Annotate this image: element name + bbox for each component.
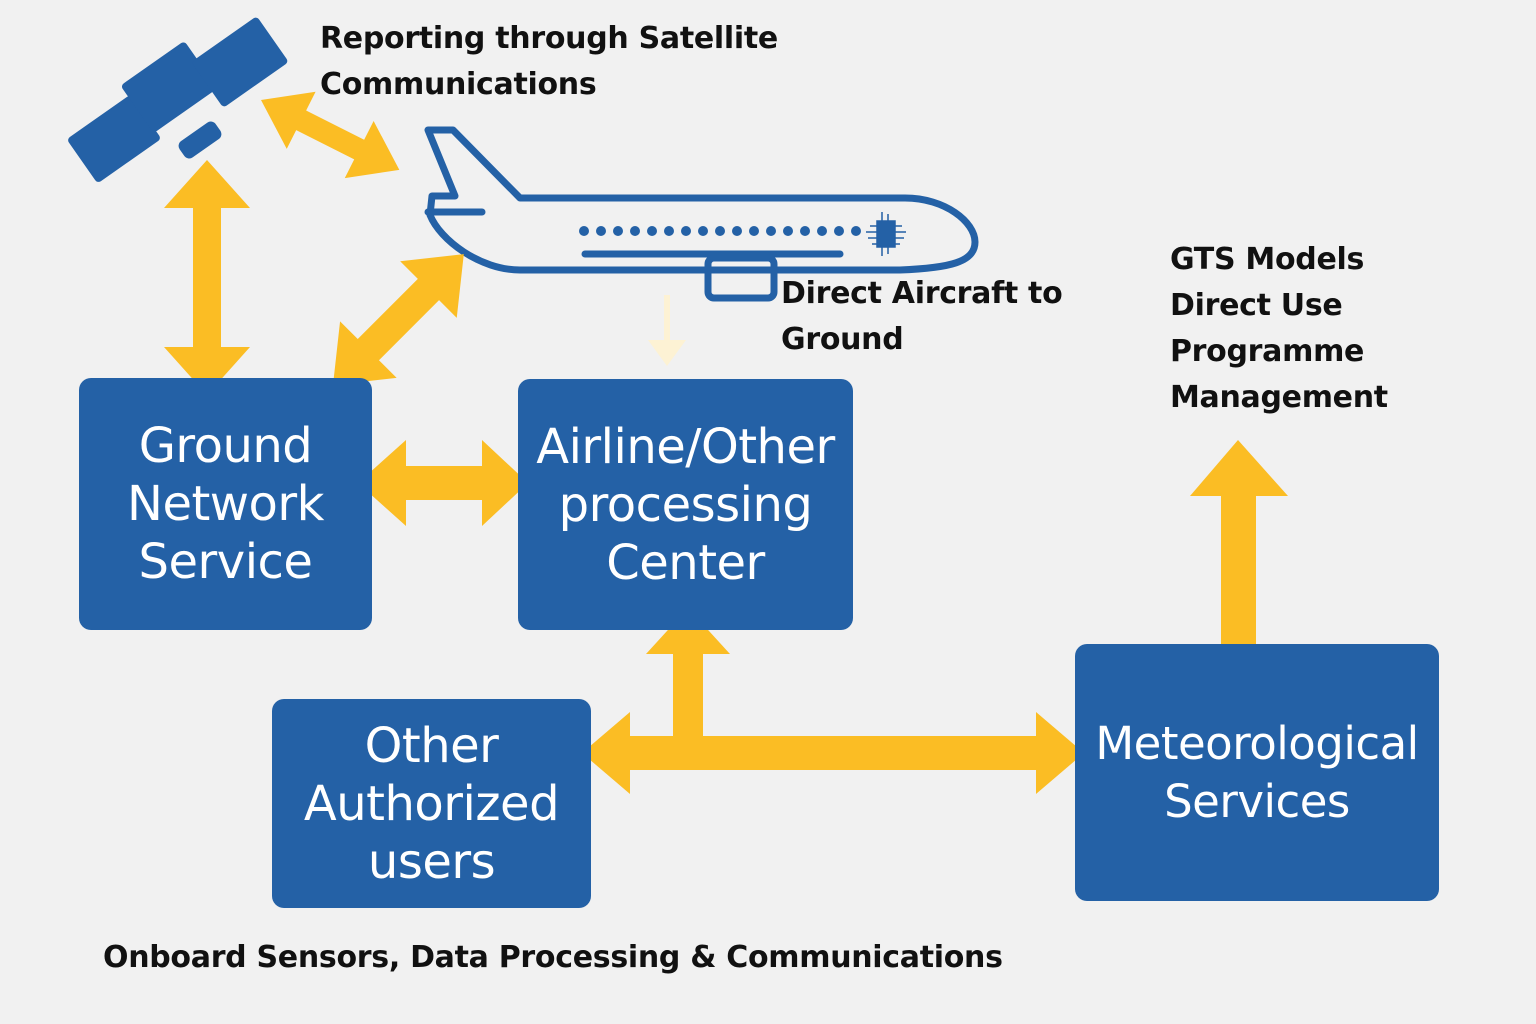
satellite-ground-arrow — [164, 160, 250, 395]
direct-aircraft-ground-label: Direct Aircraft to Ground — [781, 271, 1063, 363]
satellite-label-line-2: Communications — [320, 67, 597, 102]
ground-box-line-2: Network — [127, 476, 324, 532]
chip-icon — [866, 212, 906, 256]
users-met-arrow — [582, 712, 1084, 794]
airplane-ground-arrow — [333, 254, 464, 385]
airplane-window-row — [579, 226, 861, 236]
airline-processing-center-box: Airline/Other processing Center — [518, 379, 853, 630]
satellite-airplane-arrow — [261, 91, 400, 179]
airplane-airline-faint-arrow — [648, 295, 686, 366]
users-box-line-3: users — [367, 833, 496, 890]
gts-models-label: GTS Models Direct Use Programme Manageme… — [1170, 237, 1388, 421]
satellite-communications-label: Reporting through Satellite Communicatio… — [320, 16, 778, 108]
gts-label-line-2: Direct Use — [1170, 288, 1343, 323]
gts-label-line-3: Programme — [1170, 334, 1365, 369]
gts-label-line-4: Management — [1170, 380, 1388, 415]
airline-box-line-3: Center — [606, 534, 765, 591]
footer-caption: Onboard Sensors, Data Processing & Commu… — [103, 940, 1003, 975]
airline-link-arrow — [646, 608, 730, 740]
ground-network-service-box: Ground Network Service — [79, 378, 372, 630]
gts-label-line-1: GTS Models — [1170, 242, 1365, 277]
airline-box-line-2: processing — [558, 476, 813, 533]
other-authorized-users-box: Other Authorized users — [272, 699, 591, 908]
airline-box-line-1: Airline/Other — [536, 418, 835, 475]
airplane-icon — [424, 126, 979, 302]
met-box-line-1: Meteorological — [1095, 716, 1419, 770]
users-box-line-1: Other — [364, 717, 499, 774]
meteorological-services-box: Meteorological Services — [1075, 644, 1439, 901]
ground-box-line-1: Ground — [138, 418, 313, 474]
met-box-line-2: Services — [1164, 774, 1350, 828]
satellite-label-line-1: Reporting through Satellite — [320, 21, 778, 56]
ground-airline-arrow — [358, 440, 528, 526]
direct-label-line-2: Ground — [781, 322, 904, 357]
users-box-line-2: Authorized — [303, 775, 560, 832]
met-gts-arrow — [1190, 440, 1288, 656]
direct-label-line-1: Direct Aircraft to — [781, 276, 1063, 311]
ground-box-line-3: Service — [138, 534, 313, 590]
satellite-icon — [68, 17, 288, 182]
